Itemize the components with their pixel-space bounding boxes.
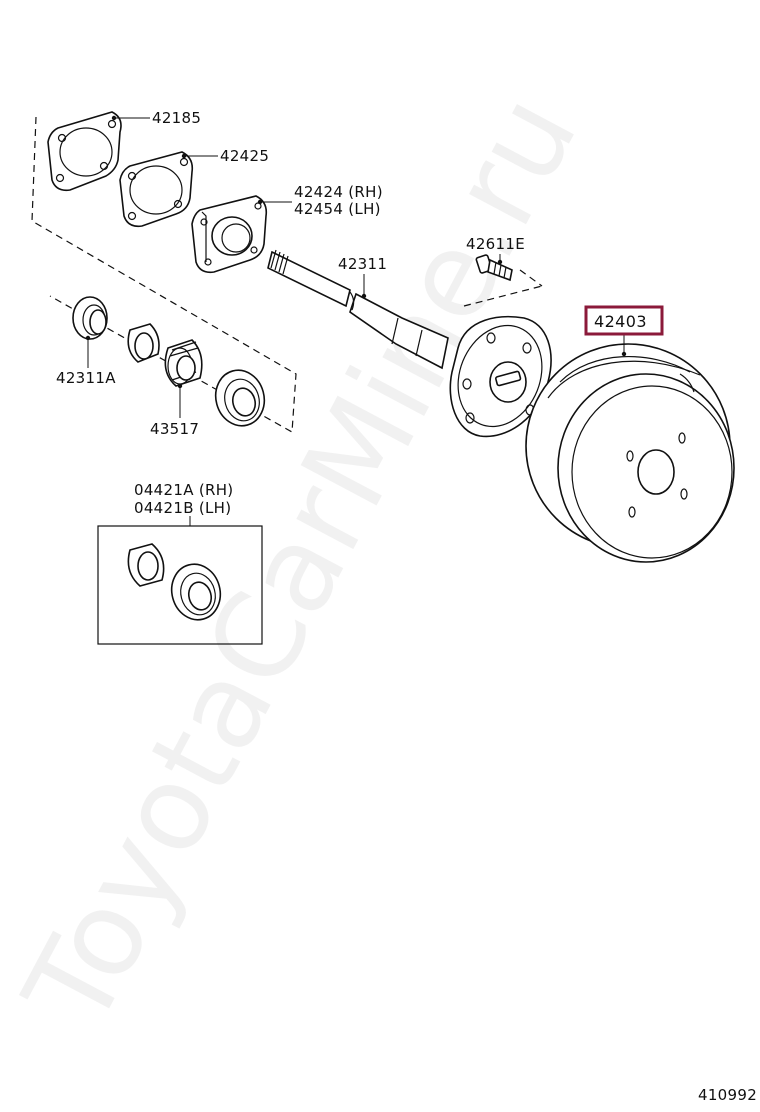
oil-seal-42311A[interactable] (72, 296, 108, 340)
label-04421B-lh: 04421B (LH) (134, 499, 231, 517)
figure-code: 410992 (698, 1086, 757, 1104)
label-42311A: 42311A (56, 369, 116, 387)
gasket-42185[interactable] (47, 111, 122, 192)
label-42454-lh: 42454 (LH) (294, 200, 381, 218)
assembly-dashed-outline (31, 116, 543, 433)
label-42611E: 42611E (466, 235, 525, 253)
hub-bolt-42611E[interactable] (475, 254, 513, 282)
label-42425: 42425 (220, 147, 269, 165)
ball-bearing[interactable] (210, 365, 271, 432)
roller-bearing-43517[interactable] (164, 339, 203, 387)
watermark-text: ToyotaCarMine.ru (0, 73, 604, 1049)
bearing-retainer-42424-42454[interactable] (191, 195, 268, 274)
label-42311: 42311 (338, 255, 387, 273)
highlight-box-42403 (584, 305, 664, 336)
brake-drum-42403[interactable] (525, 343, 735, 563)
label-43517: 43517 (150, 420, 199, 438)
label-42185: 42185 (152, 109, 201, 127)
label-04421A-rh: 04421A (RH) (134, 481, 233, 499)
bearing-collar[interactable] (127, 323, 160, 363)
axle-flange[interactable] (443, 313, 556, 439)
bearing-kit-box[interactable] (97, 525, 263, 645)
gasket-42425[interactable] (119, 151, 194, 228)
axle-shaft-42311[interactable] (267, 249, 449, 370)
leader-lines (85, 115, 627, 526)
label-42424-rh: 42424 (RH) (294, 183, 383, 201)
label-42403[interactable]: 42403 (594, 312, 647, 331)
